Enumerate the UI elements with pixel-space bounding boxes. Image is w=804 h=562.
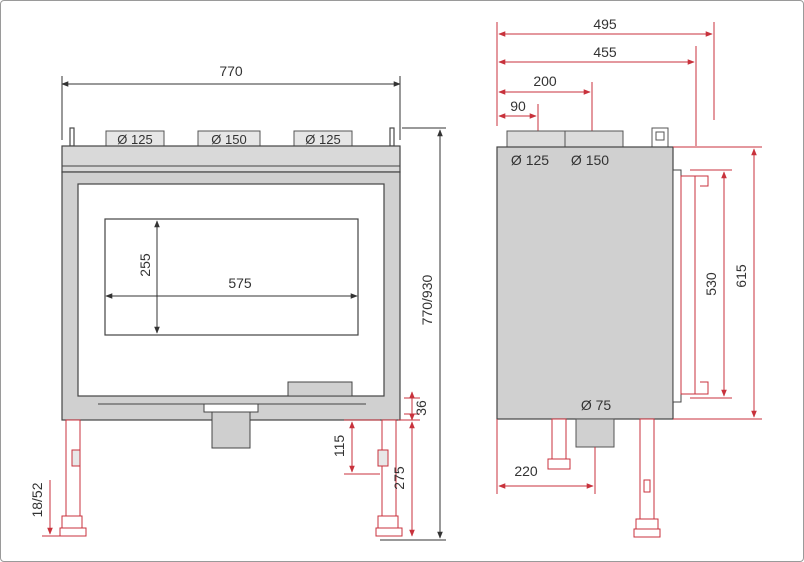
side-body	[496, 146, 674, 420]
side-view: 495 455 200 90 Ø 125 Ø 150 Ø 75 530	[496, 16, 762, 538]
label-flue-center: 200	[533, 73, 557, 89]
label-pipe-center: Ø 150	[211, 132, 246, 147]
label-pipe-right: Ø 125	[305, 132, 340, 147]
label-air-inlet: Ø 75	[581, 397, 612, 413]
label-side-pipe-2: Ø 150	[571, 152, 609, 168]
label-leg-adjust: 115	[331, 435, 347, 458]
label-door-total: 615	[733, 264, 749, 288]
label-door-height: 530	[703, 272, 719, 296]
label-glass-height: 255	[137, 253, 153, 277]
side-legs	[547, 418, 661, 538]
label-inlet-offset: 220	[514, 463, 538, 479]
label-pipe-left: Ø 125	[117, 132, 152, 147]
glass-window	[104, 218, 359, 336]
label-depth-body: 455	[593, 44, 617, 60]
air-outlet	[211, 411, 251, 449]
label-glass-width: 575	[228, 275, 252, 291]
label-depth-total: 495	[593, 16, 617, 32]
label-foot-range: 18/52	[29, 482, 45, 517]
label-height: 770/930	[419, 274, 435, 325]
front-legs	[59, 419, 403, 537]
label-flue-small: 90	[510, 98, 526, 114]
label-width: 770	[219, 63, 243, 79]
label-base-gap: 36	[413, 400, 429, 416]
label-side-pipe-1: Ø 125	[511, 152, 549, 168]
front-view: 770 Ø 125 Ø 150 Ø 125 575 255	[29, 63, 446, 541]
label-leg-height: 275	[391, 466, 407, 490]
top-cap	[61, 145, 401, 173]
